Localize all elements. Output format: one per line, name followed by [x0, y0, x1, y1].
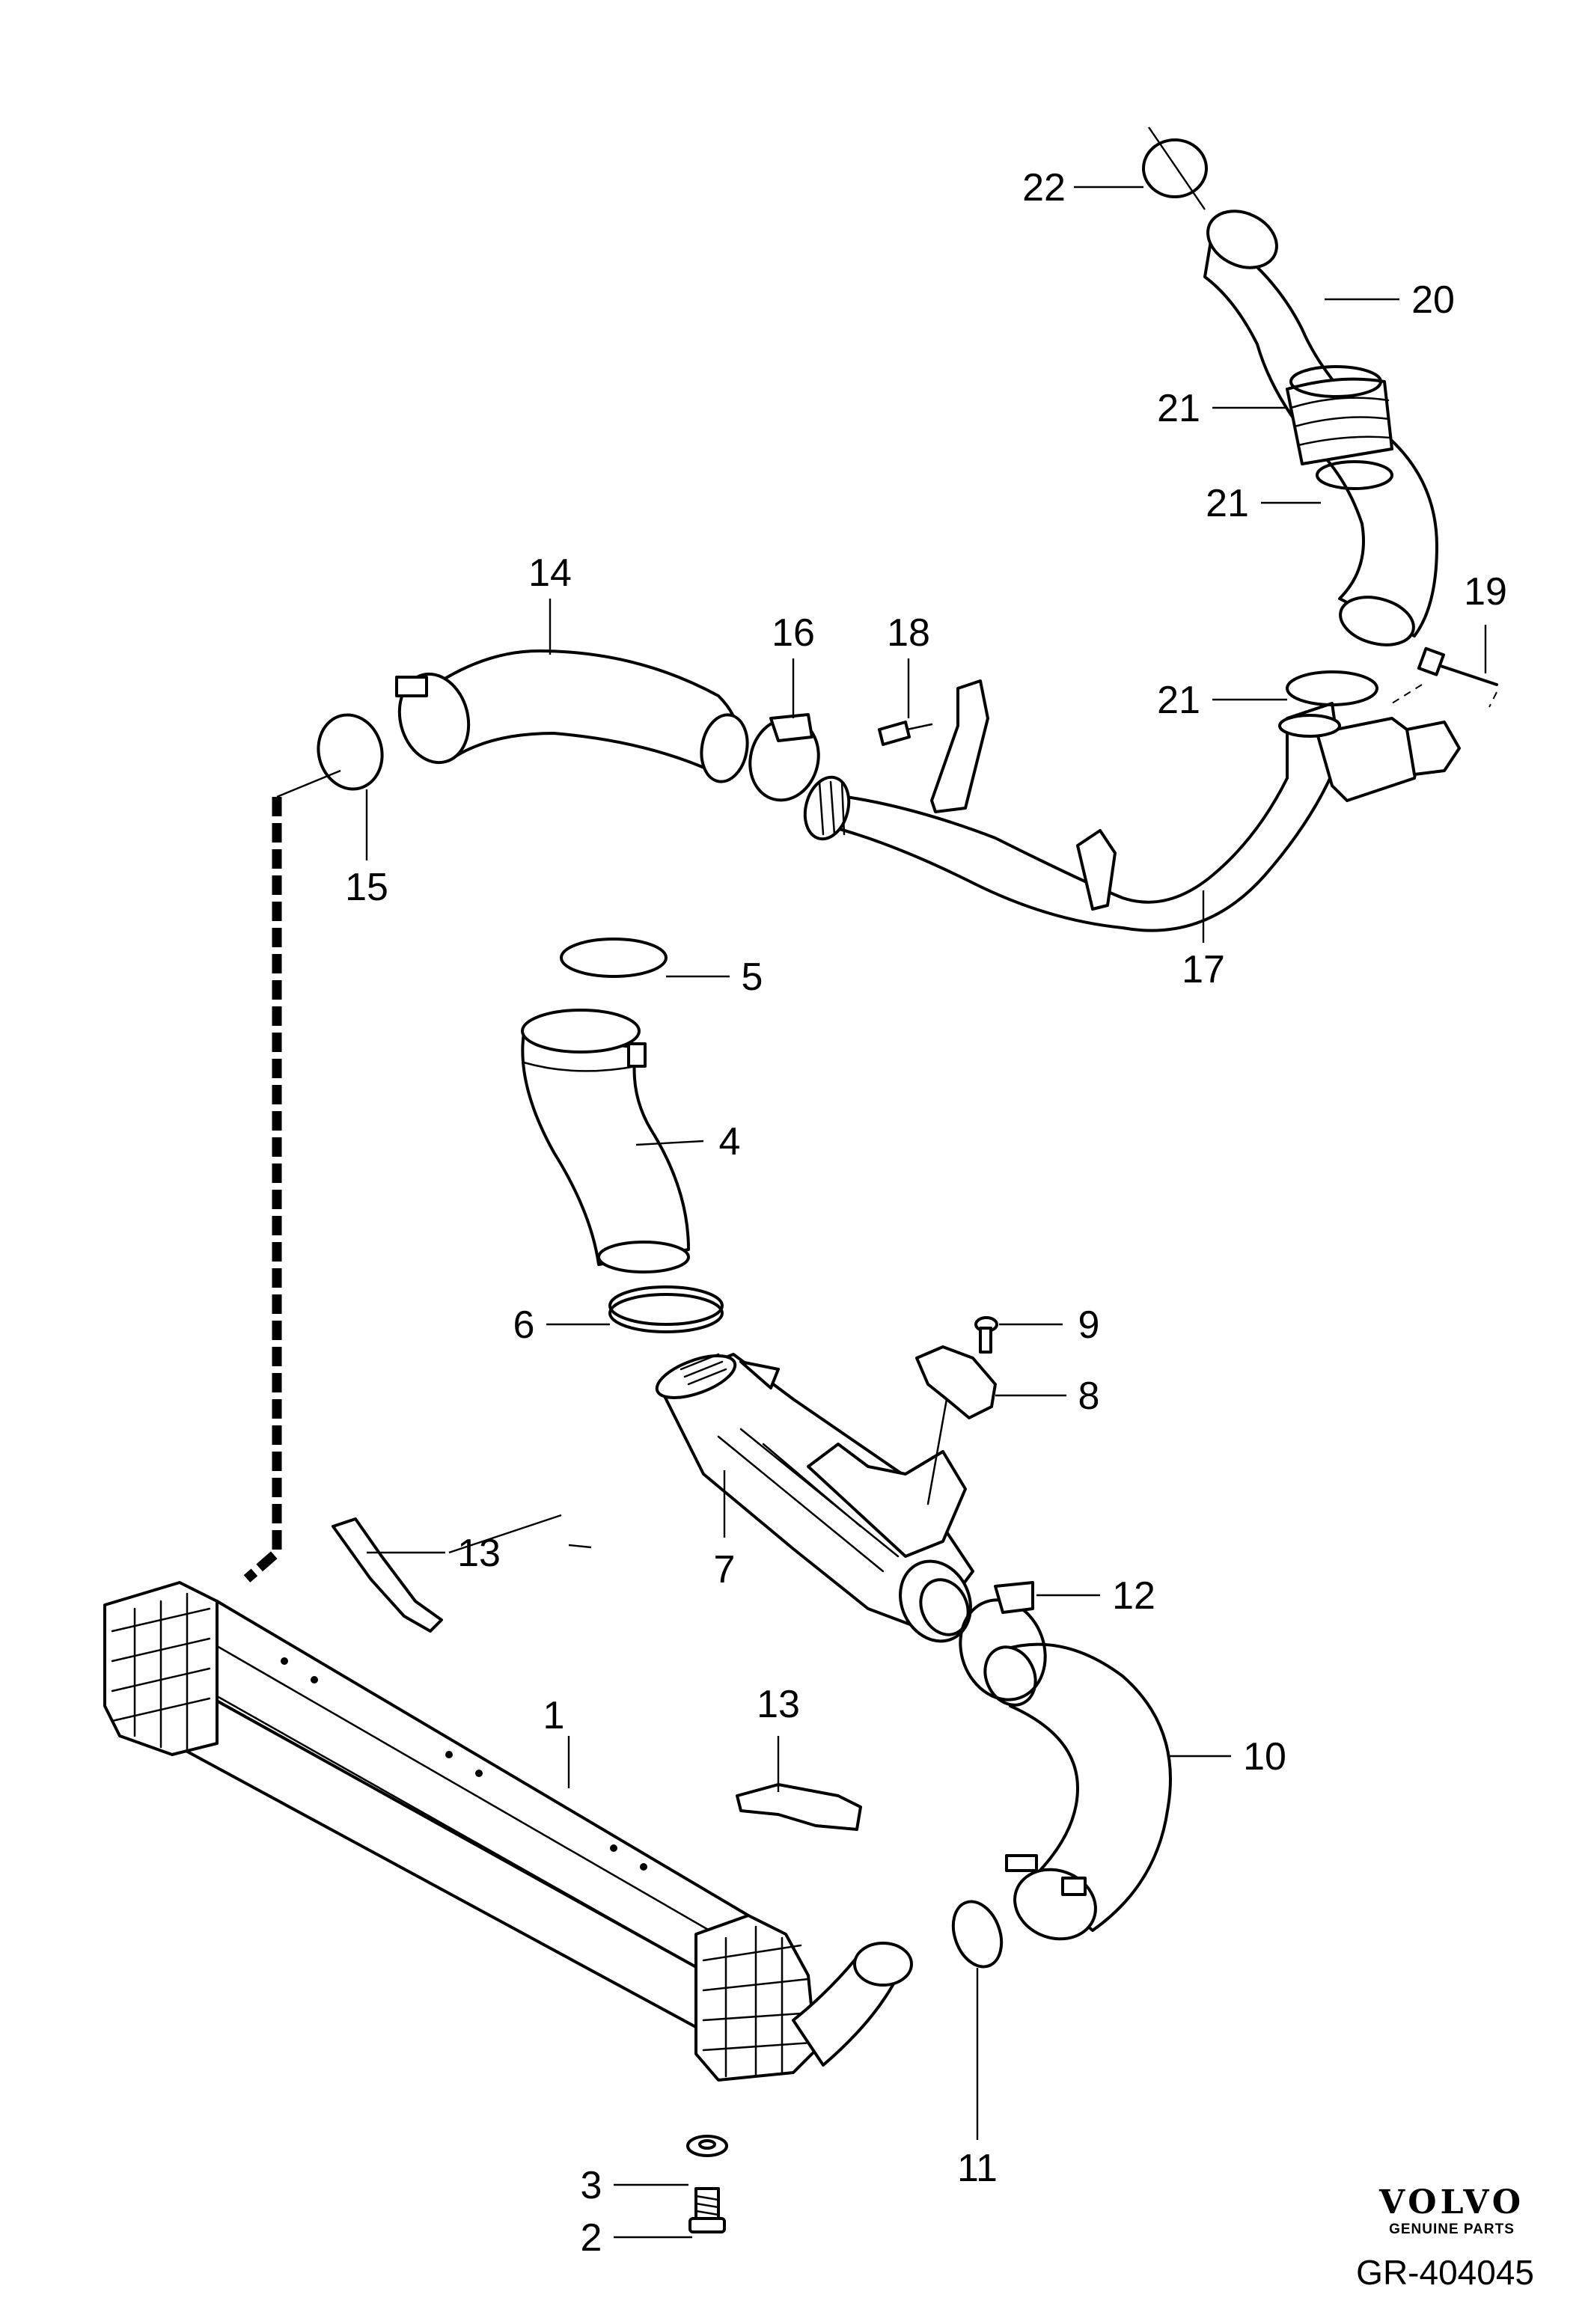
o-ring-15 [317, 713, 384, 791]
callout-16: 16 [772, 611, 815, 655]
callout-11: 11 [957, 2147, 998, 2190]
bracket-18 [878, 679, 989, 813]
callout-21c: 21 [1157, 679, 1200, 722]
callout-14: 14 [528, 551, 572, 595]
brand-subtitle: GENUINE PARTS [1389, 2221, 1515, 2237]
callout-1: 1 [543, 1694, 565, 1737]
bolt-19 [1391, 646, 1498, 708]
callout-9: 9 [1078, 1303, 1100, 1347]
clamp-16 [748, 713, 820, 802]
o-ring-11 [951, 1900, 1004, 1969]
washer [686, 2135, 728, 2157]
callout-labels: 1 2 3 4 5 6 7 8 9 10 11 12 13 13 14 15 1… [345, 166, 1507, 2260]
connection-dashed-line [243, 797, 282, 1583]
callout-17: 17 [1182, 948, 1225, 991]
o-ring-22 [1142, 138, 1208, 198]
charge-air-pipe-17 [803, 702, 1461, 932]
connection-leader [276, 769, 341, 798]
protective-sleeve-13a [332, 1517, 443, 1633]
callout-22: 22 [1022, 166, 1066, 210]
callout-12: 12 [1112, 1574, 1155, 1618]
sensor-8 [915, 1345, 997, 1505]
hose-10 [983, 1642, 1172, 1941]
brand-logo: VOLVO [1378, 2183, 1525, 2221]
clamp-21-middle [1316, 460, 1393, 490]
callout-21b: 21 [1206, 482, 1249, 525]
callout-4: 4 [719, 1120, 741, 1163]
callout-18: 18 [887, 611, 930, 655]
charge-air-pipe-7 [655, 1353, 974, 1643]
hose-20 [1203, 210, 1438, 646]
callout-10: 10 [1243, 1735, 1286, 1779]
callout-15: 15 [345, 866, 388, 909]
clamp-12 [959, 1581, 1047, 1701]
reference-code: GR-404045 [1356, 2253, 1534, 2292]
clamp-21-lower [1286, 670, 1378, 706]
callout-13b: 13 [757, 1683, 800, 1726]
callout-7: 7 [714, 1548, 736, 1591]
callout-8: 8 [1078, 1374, 1100, 1418]
clamp-21-upper [1289, 365, 1382, 398]
callout-20: 20 [1411, 278, 1455, 322]
hose-4 [521, 1009, 690, 1273]
callout-21a: 21 [1157, 387, 1200, 430]
screw-9 [974, 1316, 998, 1354]
hose-14 [395, 649, 749, 783]
clamp-ring-6 [608, 1285, 724, 1333]
callout-3: 3 [581, 2164, 602, 2207]
leader-lines [365, 126, 1487, 2239]
callout-6: 6 [513, 1303, 535, 1347]
intercooler [103, 1581, 913, 2082]
callout-2: 2 [581, 2216, 602, 2260]
volvo-brand-mark: VOLVO GENUINE PARTS [1340, 2185, 1564, 2239]
protective-sleeve-13b [736, 1783, 862, 1831]
callout-13a: 13 [457, 1532, 501, 1575]
bolt [688, 2187, 726, 2233]
callout-19: 19 [1464, 570, 1507, 614]
callout-5: 5 [742, 955, 763, 999]
o-ring-5 [560, 938, 668, 978]
